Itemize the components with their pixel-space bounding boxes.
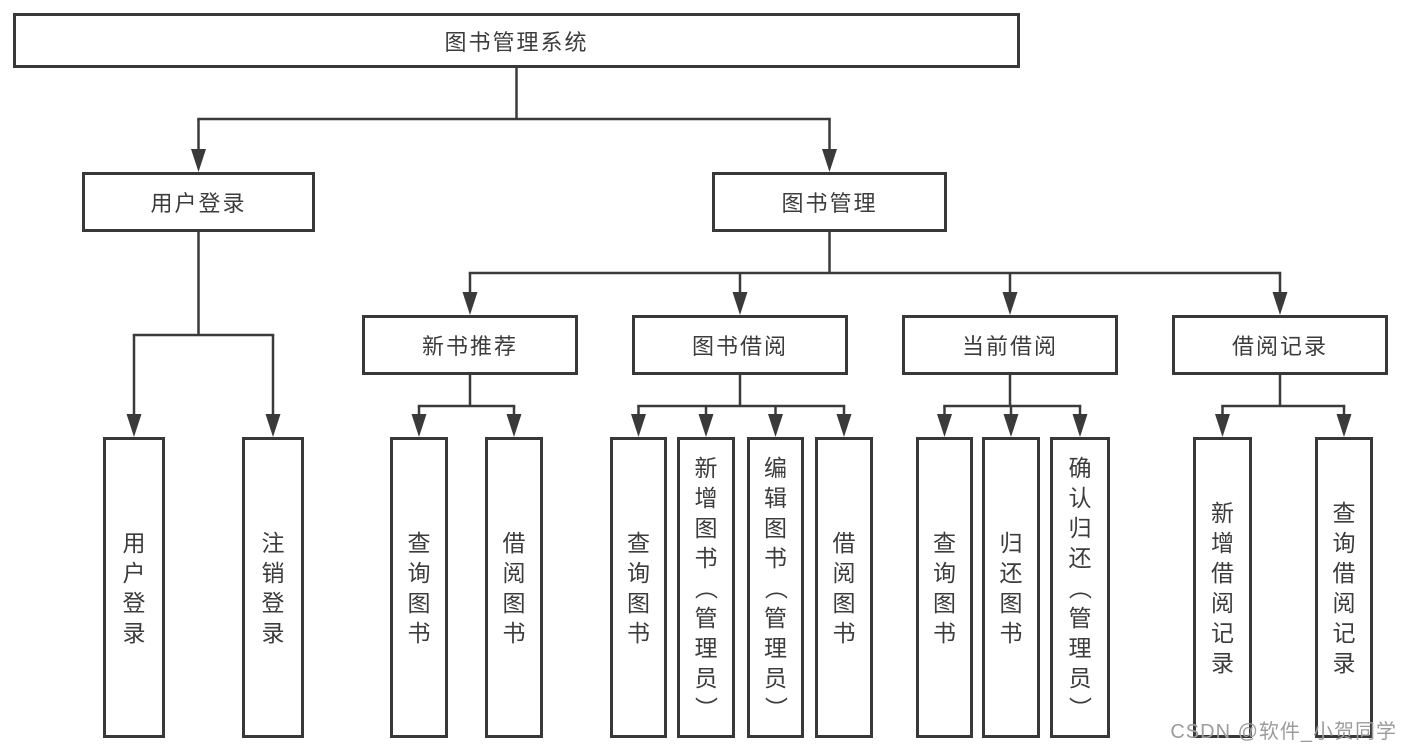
node-root: 图书管理系统 xyxy=(13,13,1020,68)
node-label-vertical: 确认归还（管理员） xyxy=(1067,454,1093,720)
node-label: 图书管理 xyxy=(781,191,878,216)
node-leaf-query-books-current: 查询图书 xyxy=(916,437,973,738)
node-user-login: 用户登录 xyxy=(82,172,315,232)
node-label-vertical: 新增借阅记录 xyxy=(1211,499,1234,676)
node-label: 用户登录 xyxy=(150,191,247,216)
node-leaf-add-borrow-record: 新增借阅记录 xyxy=(1193,437,1252,738)
node-label-vertical: 借阅图书 xyxy=(502,529,526,646)
node-label-vertical: 查询图书 xyxy=(407,529,431,646)
node-label: 当前借阅 xyxy=(961,334,1058,359)
node-book-borrow: 图书借阅 xyxy=(632,315,848,375)
node-label: 图书借阅 xyxy=(691,334,788,359)
node-leaf-query-books-recommend: 查询图书 xyxy=(390,437,448,738)
node-label: 新书推荐 xyxy=(421,334,518,359)
node-leaf-query-borrow-record: 查询借阅记录 xyxy=(1315,437,1373,738)
node-new-book-recommend: 新书推荐 xyxy=(362,315,578,375)
node-leaf-borrow-books-recommend: 借阅图书 xyxy=(485,437,543,738)
node-label-vertical: 归还图书 xyxy=(999,529,1023,646)
node-leaf-user-login: 用户登录 xyxy=(103,437,165,738)
csdn-watermark: CSDN @软件_小贺同学 xyxy=(1170,721,1397,743)
node-leaf-query-books-borrow: 查询图书 xyxy=(610,437,667,738)
node-leaf-return-books: 归还图书 xyxy=(982,437,1040,738)
node-label-vertical: 查询借阅记录 xyxy=(1332,499,1356,676)
node-label-vertical: 借阅图书 xyxy=(832,529,856,646)
node-leaf-edit-book-admin: 编辑图书（管理员） xyxy=(747,437,804,738)
node-book-management: 图书管理 xyxy=(712,172,947,232)
node-label: 图书管理系统 xyxy=(444,29,589,55)
node-leaf-logout: 注销登录 xyxy=(242,437,304,738)
node-label-vertical: 查询图书 xyxy=(627,529,650,646)
node-label-vertical: 编辑图书（管理员） xyxy=(762,454,789,720)
node-leaf-borrow-books-borrow: 借阅图书 xyxy=(815,437,873,738)
node-borrow-records: 借阅记录 xyxy=(1172,315,1388,375)
node-current-borrow: 当前借阅 xyxy=(902,315,1118,375)
node-leaf-add-book-admin: 新增图书（管理员） xyxy=(677,437,735,738)
node-label: 借阅记录 xyxy=(1231,334,1328,359)
node-label-vertical: 注销登录 xyxy=(261,529,285,646)
node-label-vertical: 查询图书 xyxy=(933,529,956,646)
node-label-vertical: 新增图书（管理员） xyxy=(693,454,719,720)
node-leaf-confirm-return-admin: 确认归还（管理员） xyxy=(1050,437,1110,738)
node-label-vertical: 用户登录 xyxy=(122,529,146,646)
